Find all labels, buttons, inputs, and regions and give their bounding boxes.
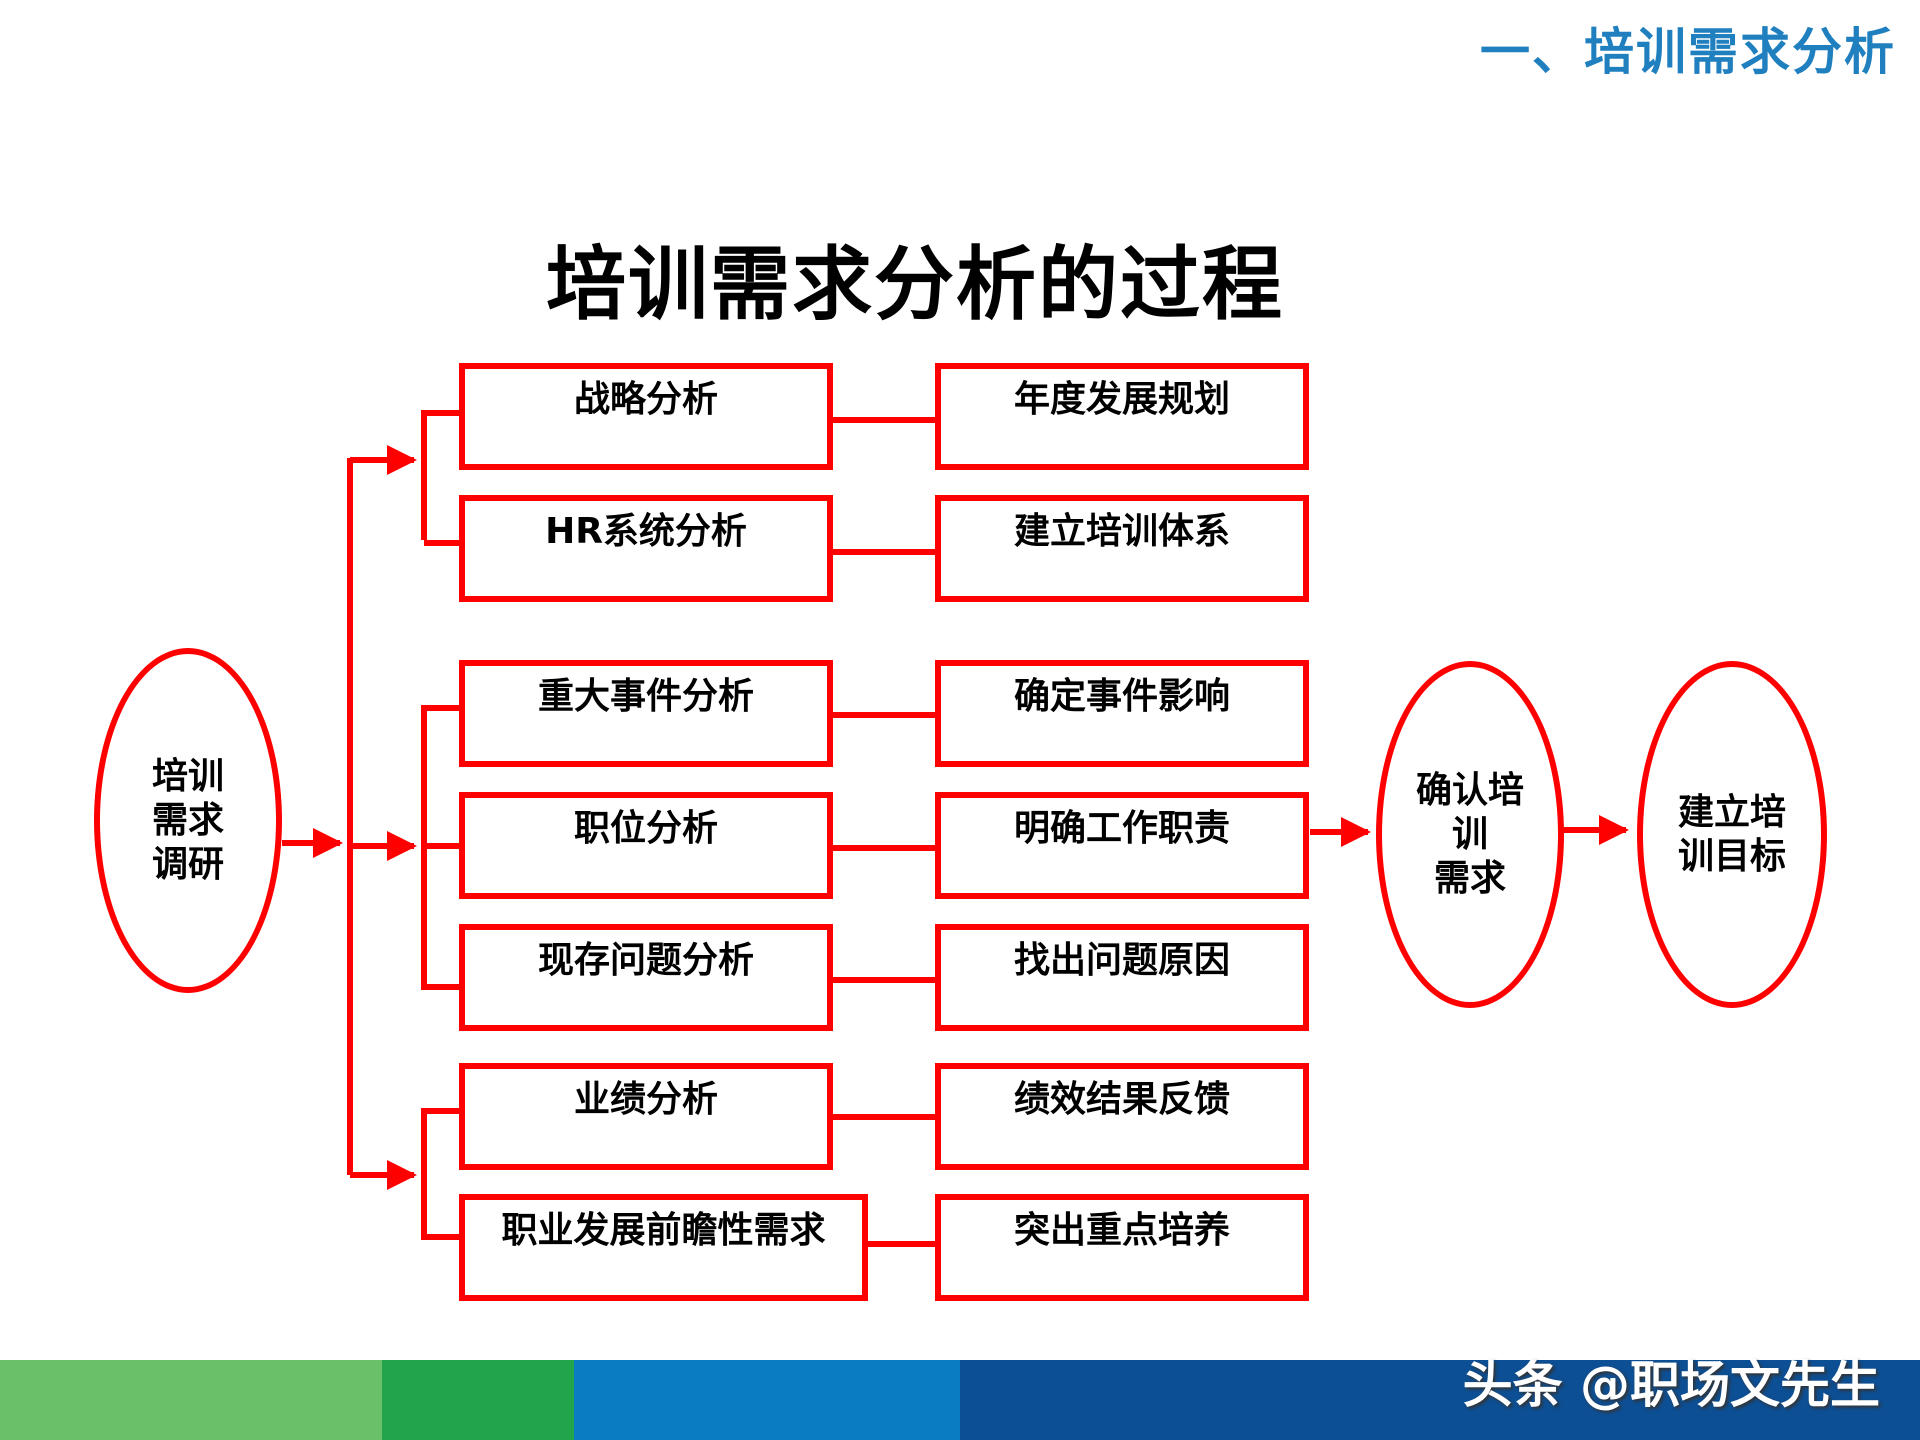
analysis-box-current-issues: 现存问题分析: [459, 924, 833, 1031]
footer-band-blue: [574, 1360, 960, 1440]
result-box-annual-plan: 年度发展规划: [935, 363, 1309, 470]
confirm-node-oval: 确认培 训 需求: [1376, 661, 1564, 1008]
analysis-box-career-development: 职业发展前瞻性需求: [459, 1194, 868, 1301]
result-box-performance-feedback: 绩效结果反馈: [935, 1063, 1309, 1170]
goal-node-label: 建立培 训目标: [1677, 791, 1786, 877]
start-node-label: 培训 需求 调研: [151, 755, 224, 885]
result-box-event-impact: 确定事件影响: [935, 660, 1309, 767]
diagram-title: 培训需求分析的过程: [546, 238, 1284, 331]
analysis-box-hr-system: HR系统分析: [459, 495, 833, 602]
footer-band-light-green: [0, 1360, 382, 1440]
start-node-oval: 培训 需求 调研: [94, 648, 282, 993]
analysis-box-position: 职位分析: [459, 792, 833, 899]
result-box-job-duties: 明确工作职责: [935, 792, 1309, 899]
result-box-training-system: 建立培训体系: [935, 495, 1309, 602]
analysis-box-major-event: 重大事件分析: [459, 660, 833, 767]
footer-band-dark-blue: [960, 1360, 1920, 1440]
analysis-box-performance: 业绩分析: [459, 1063, 833, 1170]
goal-node-oval: 建立培 训目标: [1637, 661, 1827, 1008]
confirm-node-label: 确认培 训 需求: [1415, 769, 1524, 899]
result-box-key-training: 突出重点培养: [935, 1194, 1309, 1301]
analysis-box-strategy: 战略分析: [459, 363, 833, 470]
result-box-problem-causes: 找出问题原因: [935, 924, 1309, 1031]
watermark-text: 头条 @职场文先生: [1462, 1356, 1880, 1414]
section-title: 一、培训需求分析: [1480, 23, 1896, 81]
footer-band-green: [382, 1360, 574, 1440]
